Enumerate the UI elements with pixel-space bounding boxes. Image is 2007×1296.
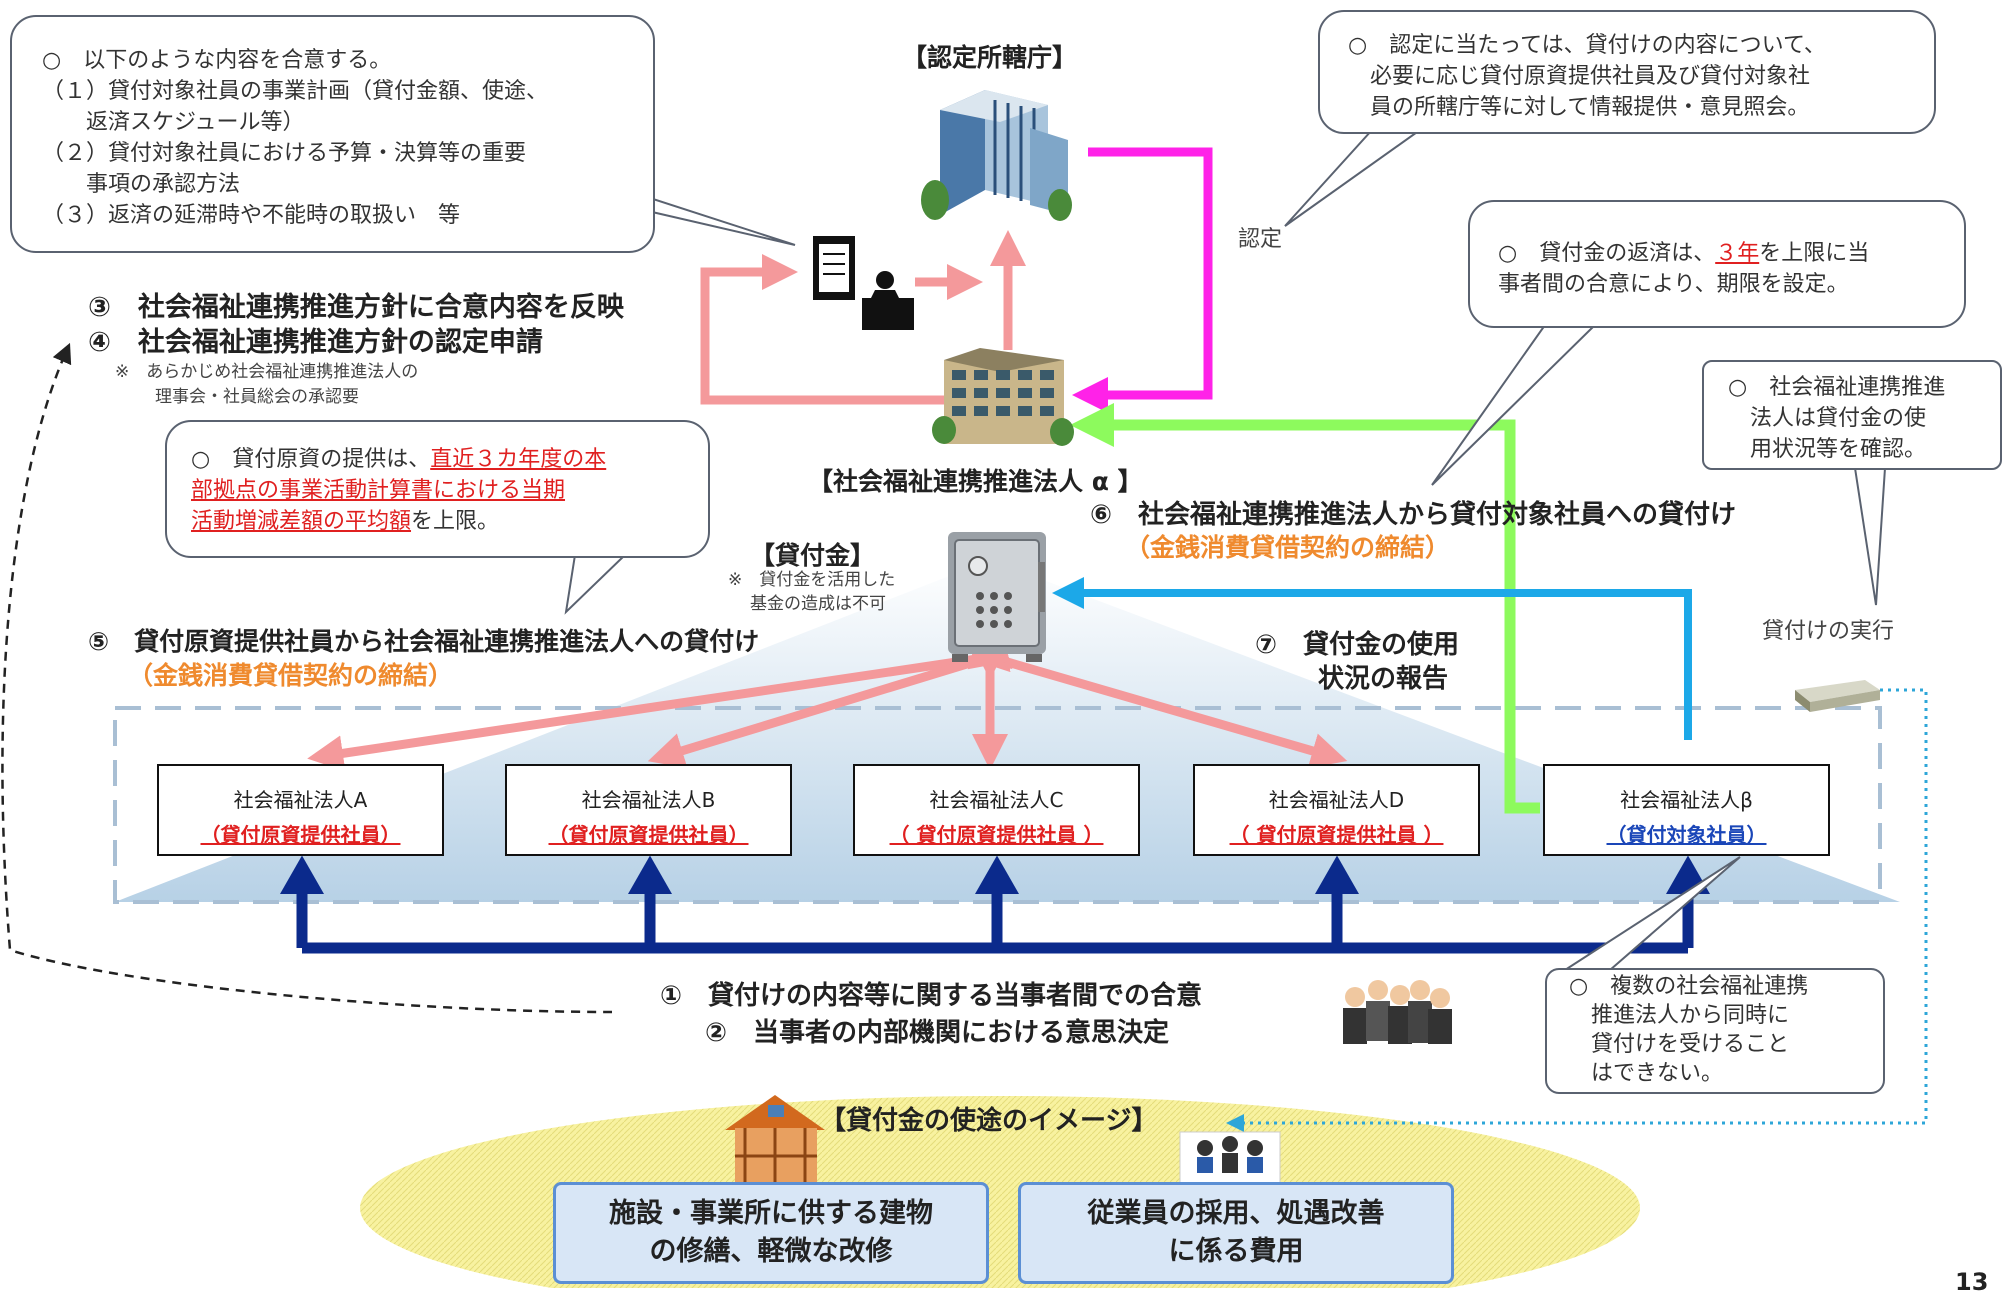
employees-icon: [1179, 1131, 1281, 1185]
multiple-line-2: 推進法人から同時に: [1591, 1003, 1790, 1028]
bubble-tail-usage-check: [1853, 467, 1887, 606]
step-5-sub: （金銭消費貸借契約の締結）: [128, 661, 454, 690]
loan-fund-label: 【貸付金】: [750, 541, 876, 570]
usage-box-repair: 施設・事業所に供する建物 の修繕、軽微な改修: [553, 1182, 989, 1284]
repayment-text-b: を上限に当: [1759, 241, 1870, 266]
corp-beta-role: （貸付対象社員）: [1606, 823, 1767, 847]
applicant-at-desk-icon: [813, 236, 914, 330]
usage-title: 【貸付金の使途のイメージ】: [820, 1106, 1158, 1136]
corp-a-role: （貸付原資提供社員）: [200, 823, 401, 847]
multiple-line-3: 貸付けを受けること: [1591, 1032, 1790, 1057]
agreement-line-5: 事項の承認方法: [42, 172, 241, 197]
corporation-alpha-building-icon: [932, 348, 1074, 446]
step-6-sub: （金銭消費貸借契約の締結）: [1125, 533, 1451, 562]
certification-bubble: ○ 認定に当たっては、貸付けの内容について、 必要に応じ貸付原資提供社員及び貸付…: [1318, 10, 1936, 134]
step-3: ③ 社会福祉連携推進方針に合意内容を反映: [88, 292, 624, 323]
funds-limit-3: 活動増減差額の平均額: [191, 509, 412, 534]
page-number: 13: [1955, 1268, 1989, 1296]
certification-line-3: 員の所轄庁等に対して情報提供・意見照会。: [1348, 95, 1810, 120]
step-2: ② 当事者の内部機関における意思決定: [705, 1018, 1170, 1048]
corp-alpha-label: 【社会福祉連携推進法人 α 】: [808, 467, 1143, 496]
people-group-icon: [1343, 980, 1452, 1044]
usage-box-repair-line-1: 施設・事業所に供する建物: [609, 1198, 933, 1229]
repayment-limit: ３年: [1715, 241, 1760, 266]
safe-icon: [948, 532, 1046, 662]
corp-d-role: （ 貸付原資提供社員 ）: [1229, 823, 1444, 847]
usage-box-repair-line-2: の修繕、軽微な改修: [649, 1236, 893, 1267]
bubble-tail-certification: [1284, 129, 1424, 227]
repayment-line-2: 事者間の合意により、期限を設定。: [1498, 272, 1849, 297]
corp-a: 社会福祉法人A （貸付原資提供社員）: [157, 764, 444, 856]
funds-bubble: ○ 貸付原資の提供は、直近３カ年度の本 部拠点の事業活動計算書における当期 活動…: [165, 420, 710, 558]
funds-limit-2: 部拠点の事業活動計算書における当期: [191, 478, 566, 503]
house-construction-icon: [725, 1095, 825, 1184]
agreement-bubble: ○ 以下のような内容を合意する。 （１）貸付対象社員の事業計画（貸付金額、使途、…: [10, 15, 655, 253]
step-4: ④ 社会福祉連携推進方針の認定申請: [88, 327, 543, 358]
repayment-bubble: ○ 貸付金の返済は、３年を上限に当 事者間の合意により、期限を設定。: [1468, 200, 1966, 328]
bubble-tail-funds: [564, 554, 628, 615]
corp-d: 社会福祉法人D （ 貸付原資提供社員 ）: [1193, 764, 1480, 856]
loan-fund-note-1: ※ 貸付金を活用した: [728, 570, 896, 590]
funds-text-a: ○ 貸付原資の提供は、: [191, 447, 431, 472]
step-6: ⑥ 社会福祉連携推進法人から貸付対象社員への貸付け: [1090, 500, 1737, 530]
corp-beta-name: 社会福祉法人β: [1620, 788, 1753, 812]
execution-label: 貸付けの実行: [1762, 619, 1895, 644]
usage-check-line-1: ○ 社会福祉連携推進: [1728, 375, 1946, 400]
usage-box-staff-line-1: 従業員の採用、処遇改善: [1087, 1198, 1385, 1229]
funds-text-b: を上限。: [411, 509, 500, 534]
approval-note-1: ※ あらかじめ社会福祉連携推進法人の: [115, 362, 419, 382]
multiple-line-4: はできない。: [1591, 1061, 1724, 1086]
corp-c-role: （ 貸付原資提供社員 ）: [889, 823, 1104, 847]
usage-check-line-3: 用状況等を確認。: [1750, 437, 1927, 462]
corp-a-name: 社会福祉法人A: [233, 788, 368, 812]
certification-line-1: ○ 認定に当たっては、貸付けの内容について、: [1348, 33, 1826, 58]
corp-beta: 社会福祉法人β （貸付対象社員）: [1543, 764, 1830, 856]
multiple-line-1: ○ 複数の社会福祉連携: [1569, 974, 1809, 999]
certified-label: 認定: [1238, 227, 1283, 252]
repayment-text-a: ○ 貸付金の返済は、: [1498, 241, 1716, 266]
step-7-a: ⑦ 貸付金の使用: [1255, 630, 1460, 660]
agreement-line-3: 返済スケジュール等）: [42, 110, 305, 135]
corp-d-name: 社会福祉法人D: [1268, 788, 1405, 812]
step-5: ⑤ 貸付原資提供社員から社会福祉連携推進法人への貸付け: [88, 627, 760, 656]
step-1: ① 貸付けの内容等に関する当事者間での合意: [660, 981, 1203, 1011]
agreement-line-2: （１）貸付対象社員の事業計画（貸付金額、使途、: [42, 79, 549, 104]
corp-c-name: 社会福祉法人C: [929, 788, 1064, 812]
usage-check-line-2: 法人は貸付金の使: [1750, 406, 1927, 431]
multiple-bubble: ○ 複数の社会福祉連携 推進法人から同時に 貸付けを受けること はできない。: [1545, 968, 1885, 1094]
usage-check-bubble: ○ 社会福祉連携推進 法人は貸付金の使 用状況等を確認。: [1702, 360, 2002, 470]
usage-box-staff: 従業員の採用、処遇改善 に係る費用: [1018, 1182, 1454, 1284]
certification-line-2: 必要に応じ貸付原資提供社員及び貸付対象社: [1348, 64, 1811, 89]
agreement-line-6: （３）返済の延滞時や不能時の取扱い 等: [42, 203, 461, 228]
step-7-b: 状況の報告: [1318, 664, 1449, 694]
approval-note-2: 理事会・社員総会の承認要: [155, 387, 359, 407]
loan-fund-note-2: 基金の造成は不可: [750, 594, 886, 614]
corp-b-role: （貸付原資提供社員）: [548, 823, 749, 847]
government-building-icon: [921, 90, 1072, 221]
corp-b-name: 社会福祉法人B: [581, 788, 716, 812]
authority-label: 【認定所轄庁】: [902, 43, 1078, 72]
agreement-line-4: （２）貸付対象社員における予算・決算等の重要: [42, 141, 527, 166]
corp-c: 社会福祉法人C （ 貸付原資提供社員 ）: [853, 764, 1140, 856]
usage-box-staff-line-2: に係る費用: [1168, 1236, 1304, 1267]
funds-limit-1: 直近３カ年度の本: [430, 447, 607, 472]
money-stack-icon: [1795, 680, 1880, 712]
agreement-line-1: ○ 以下のような内容を合意する。: [42, 48, 392, 73]
corp-b: 社会福祉法人B （貸付原資提供社員）: [505, 764, 792, 856]
